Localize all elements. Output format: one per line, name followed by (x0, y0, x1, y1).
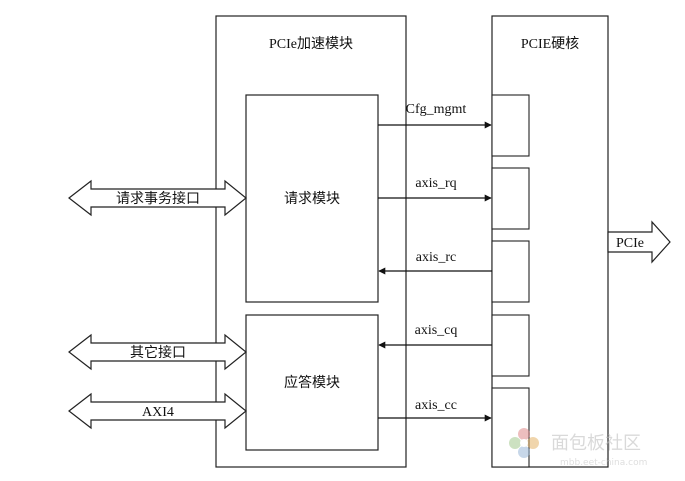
request-module-box (245, 94, 379, 303)
port-axis-rq (491, 167, 530, 230)
pcie-hard-core-title: PCIE硬核 (521, 36, 579, 52)
request-module-label: 请求模块 (284, 191, 340, 207)
other-if-label: 其它接口 (130, 344, 186, 361)
watermark-url: mbb.eet-china.com (560, 458, 647, 468)
pcie-out-arrow (607, 220, 671, 264)
watermark-text: 面包板社区 (551, 433, 641, 454)
port-cfg-mgmt (491, 94, 530, 157)
axi4-double-arrow (68, 392, 247, 430)
axis-cq-label: axis_cq (415, 323, 458, 338)
pcie-accel-module-title: PCIe加速模块 (269, 36, 353, 52)
axis-cc-label: axis_cc (415, 398, 457, 413)
port-axis-rc (491, 240, 530, 303)
request-if-label: 请求事务接口 (116, 190, 200, 207)
response-module-box (245, 314, 379, 451)
axis-rc-label: axis_rc (416, 250, 456, 265)
response-module-label: 应答模块 (284, 374, 340, 391)
watermark-logo-icon (509, 428, 539, 458)
pcie-out-label: PCIe (616, 236, 644, 251)
cfg-mgmt-label: Cfg_mgmt (406, 102, 467, 117)
request-if-double-arrow (68, 179, 247, 217)
axi4-label: AXI4 (142, 405, 174, 420)
watermark: 面包板社区 mbb.eet-china.com (509, 428, 647, 468)
axis-rq-label: axis_rq (415, 176, 456, 191)
other-if-double-arrow (68, 333, 247, 371)
port-axis-cq (491, 314, 530, 377)
